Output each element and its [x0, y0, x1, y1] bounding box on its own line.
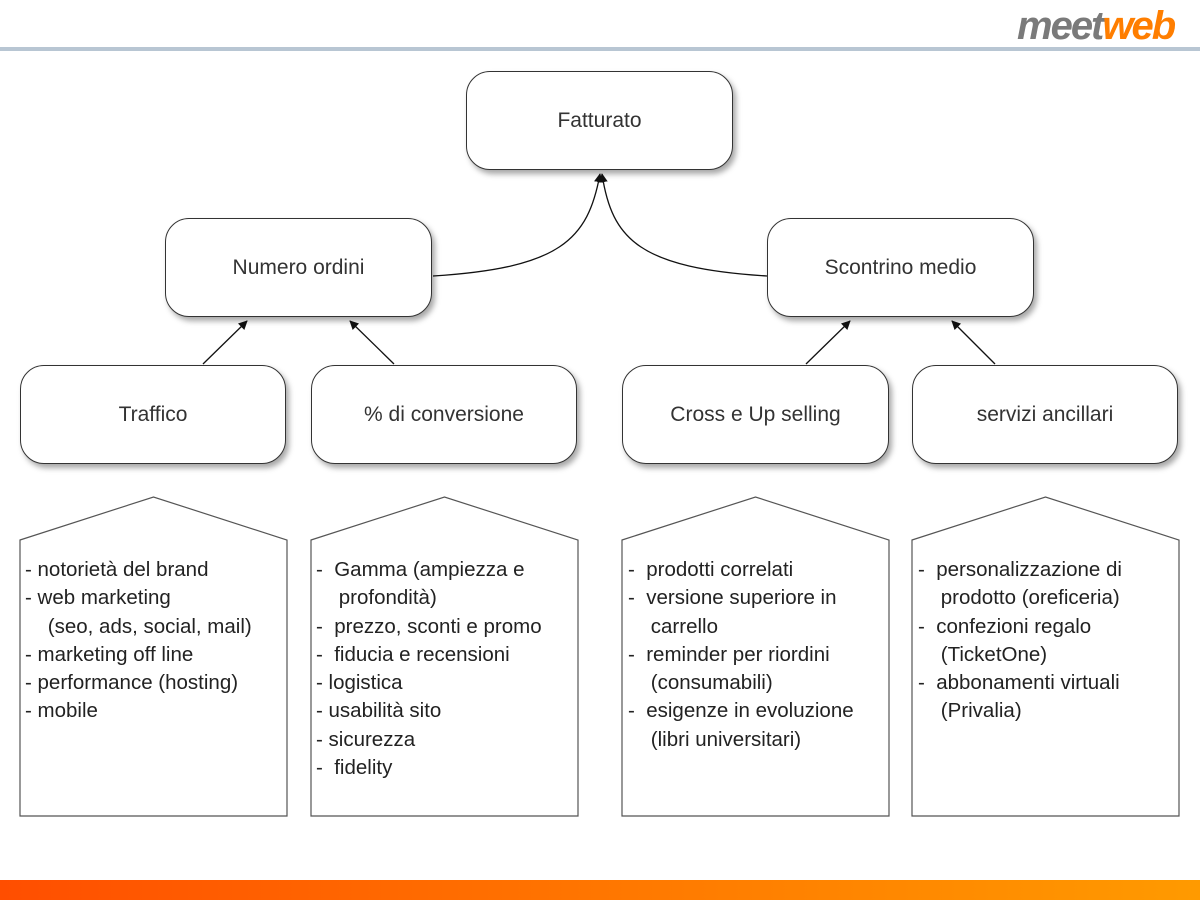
- footer-accent-bar: [0, 880, 1200, 900]
- node-servizi-ancillari-label: servizi ancillari: [976, 402, 1114, 426]
- list-item: - web marketing: [25, 586, 171, 610]
- node-fatturato-label: Fatturato: [557, 108, 642, 132]
- list-item: - prodotti correlati: [628, 558, 794, 581]
- arrow-servizi-to-scontrino: [951, 320, 996, 365]
- list-item: - fiducia e recensioni: [316, 642, 510, 666]
- node-conversione-label: % di conversione: [364, 402, 524, 426]
- list-item: - abbonamenti virtuali: [918, 671, 1120, 695]
- list-item: - sicurezza: [316, 727, 416, 751]
- list-item: - mobile: [25, 699, 98, 723]
- list-item: - logistica: [316, 671, 403, 695]
- list-item: - fidelity: [316, 756, 393, 780]
- list-item: - confezioni regalo: [918, 614, 1092, 638]
- detail-list-servizi: - personalizzazione di prodotto (orefice…: [918, 556, 1122, 726]
- detail-box-cross: [621, 496, 890, 817]
- arrow-cross-to-scontrino: [805, 320, 851, 365]
- list-item: - notorietà del brand: [25, 558, 209, 581]
- arrow-conversione-to-ordini: [349, 320, 395, 365]
- logo-text-meet: meet: [1017, 6, 1106, 46]
- list-item: (TicketOne): [918, 642, 1048, 666]
- node-numero-ordini-label: Numero ordini: [232, 255, 365, 279]
- arrow-numero-ordini-to-fatturato: [432, 173, 604, 277]
- arrow-traffico-to-ordini: [202, 320, 248, 365]
- list-item: - prezzo, sconti e promo: [316, 614, 542, 638]
- node-cross-up-selling-label: Cross e Up selling: [670, 402, 841, 426]
- list-item: (libri universitari): [628, 727, 802, 751]
- meetweb-logo: meetweb: [1017, 6, 1178, 46]
- list-item: - performance (hosting): [25, 671, 239, 695]
- list-item: carrello: [628, 614, 718, 638]
- list-item: - esigenze in evoluzione: [628, 699, 854, 723]
- header-divider: [0, 47, 1200, 51]
- list-item: profondità): [316, 586, 437, 610]
- detail-box-servizi: [911, 496, 1180, 817]
- node-servizi-ancillari: servizi ancillari: [912, 365, 1178, 464]
- svg-text:meetweb: meetweb: [1017, 6, 1176, 46]
- node-cross-up-selling: Cross e Up selling: [622, 365, 889, 464]
- detail-list-conversione: - Gamma (ampiezza e profondità) - prezzo…: [316, 556, 542, 782]
- node-conversione: % di conversione: [311, 365, 577, 464]
- list-item: (Privalia): [918, 699, 1022, 723]
- node-traffico: Traffico: [20, 365, 286, 464]
- detail-list-cross: - prodotti correlati - versione superior…: [628, 556, 854, 754]
- list-item: (consumabili): [628, 671, 773, 695]
- detail-box-traffico: [19, 496, 288, 817]
- detail-list-traffico: - notorietà del brand - web marketing (s…: [25, 556, 252, 726]
- node-traffico-label: Traffico: [118, 402, 188, 426]
- list-item: - usabilità sito: [316, 699, 442, 723]
- node-fatturato: Fatturato: [466, 71, 733, 170]
- list-item: - versione superiore in: [628, 586, 837, 610]
- arrow-scontrino-to-fatturato: [598, 173, 768, 277]
- list-item: - reminder per riordini: [628, 642, 830, 666]
- list-item: (seo, ads, social, mail): [25, 614, 252, 638]
- list-item: - marketing off line: [25, 642, 194, 666]
- node-scontrino-medio: Scontrino medio: [767, 218, 1034, 317]
- list-item: - personalizzazione di: [918, 558, 1122, 581]
- node-numero-ordini: Numero ordini: [165, 218, 432, 317]
- logo-text-web: web: [1102, 6, 1175, 46]
- list-item: - Gamma (ampiezza e: [316, 558, 525, 581]
- list-item: prodotto (oreficeria): [918, 586, 1120, 610]
- node-scontrino-medio-label: Scontrino medio: [824, 255, 977, 279]
- detail-box-conversione: [310, 496, 579, 817]
